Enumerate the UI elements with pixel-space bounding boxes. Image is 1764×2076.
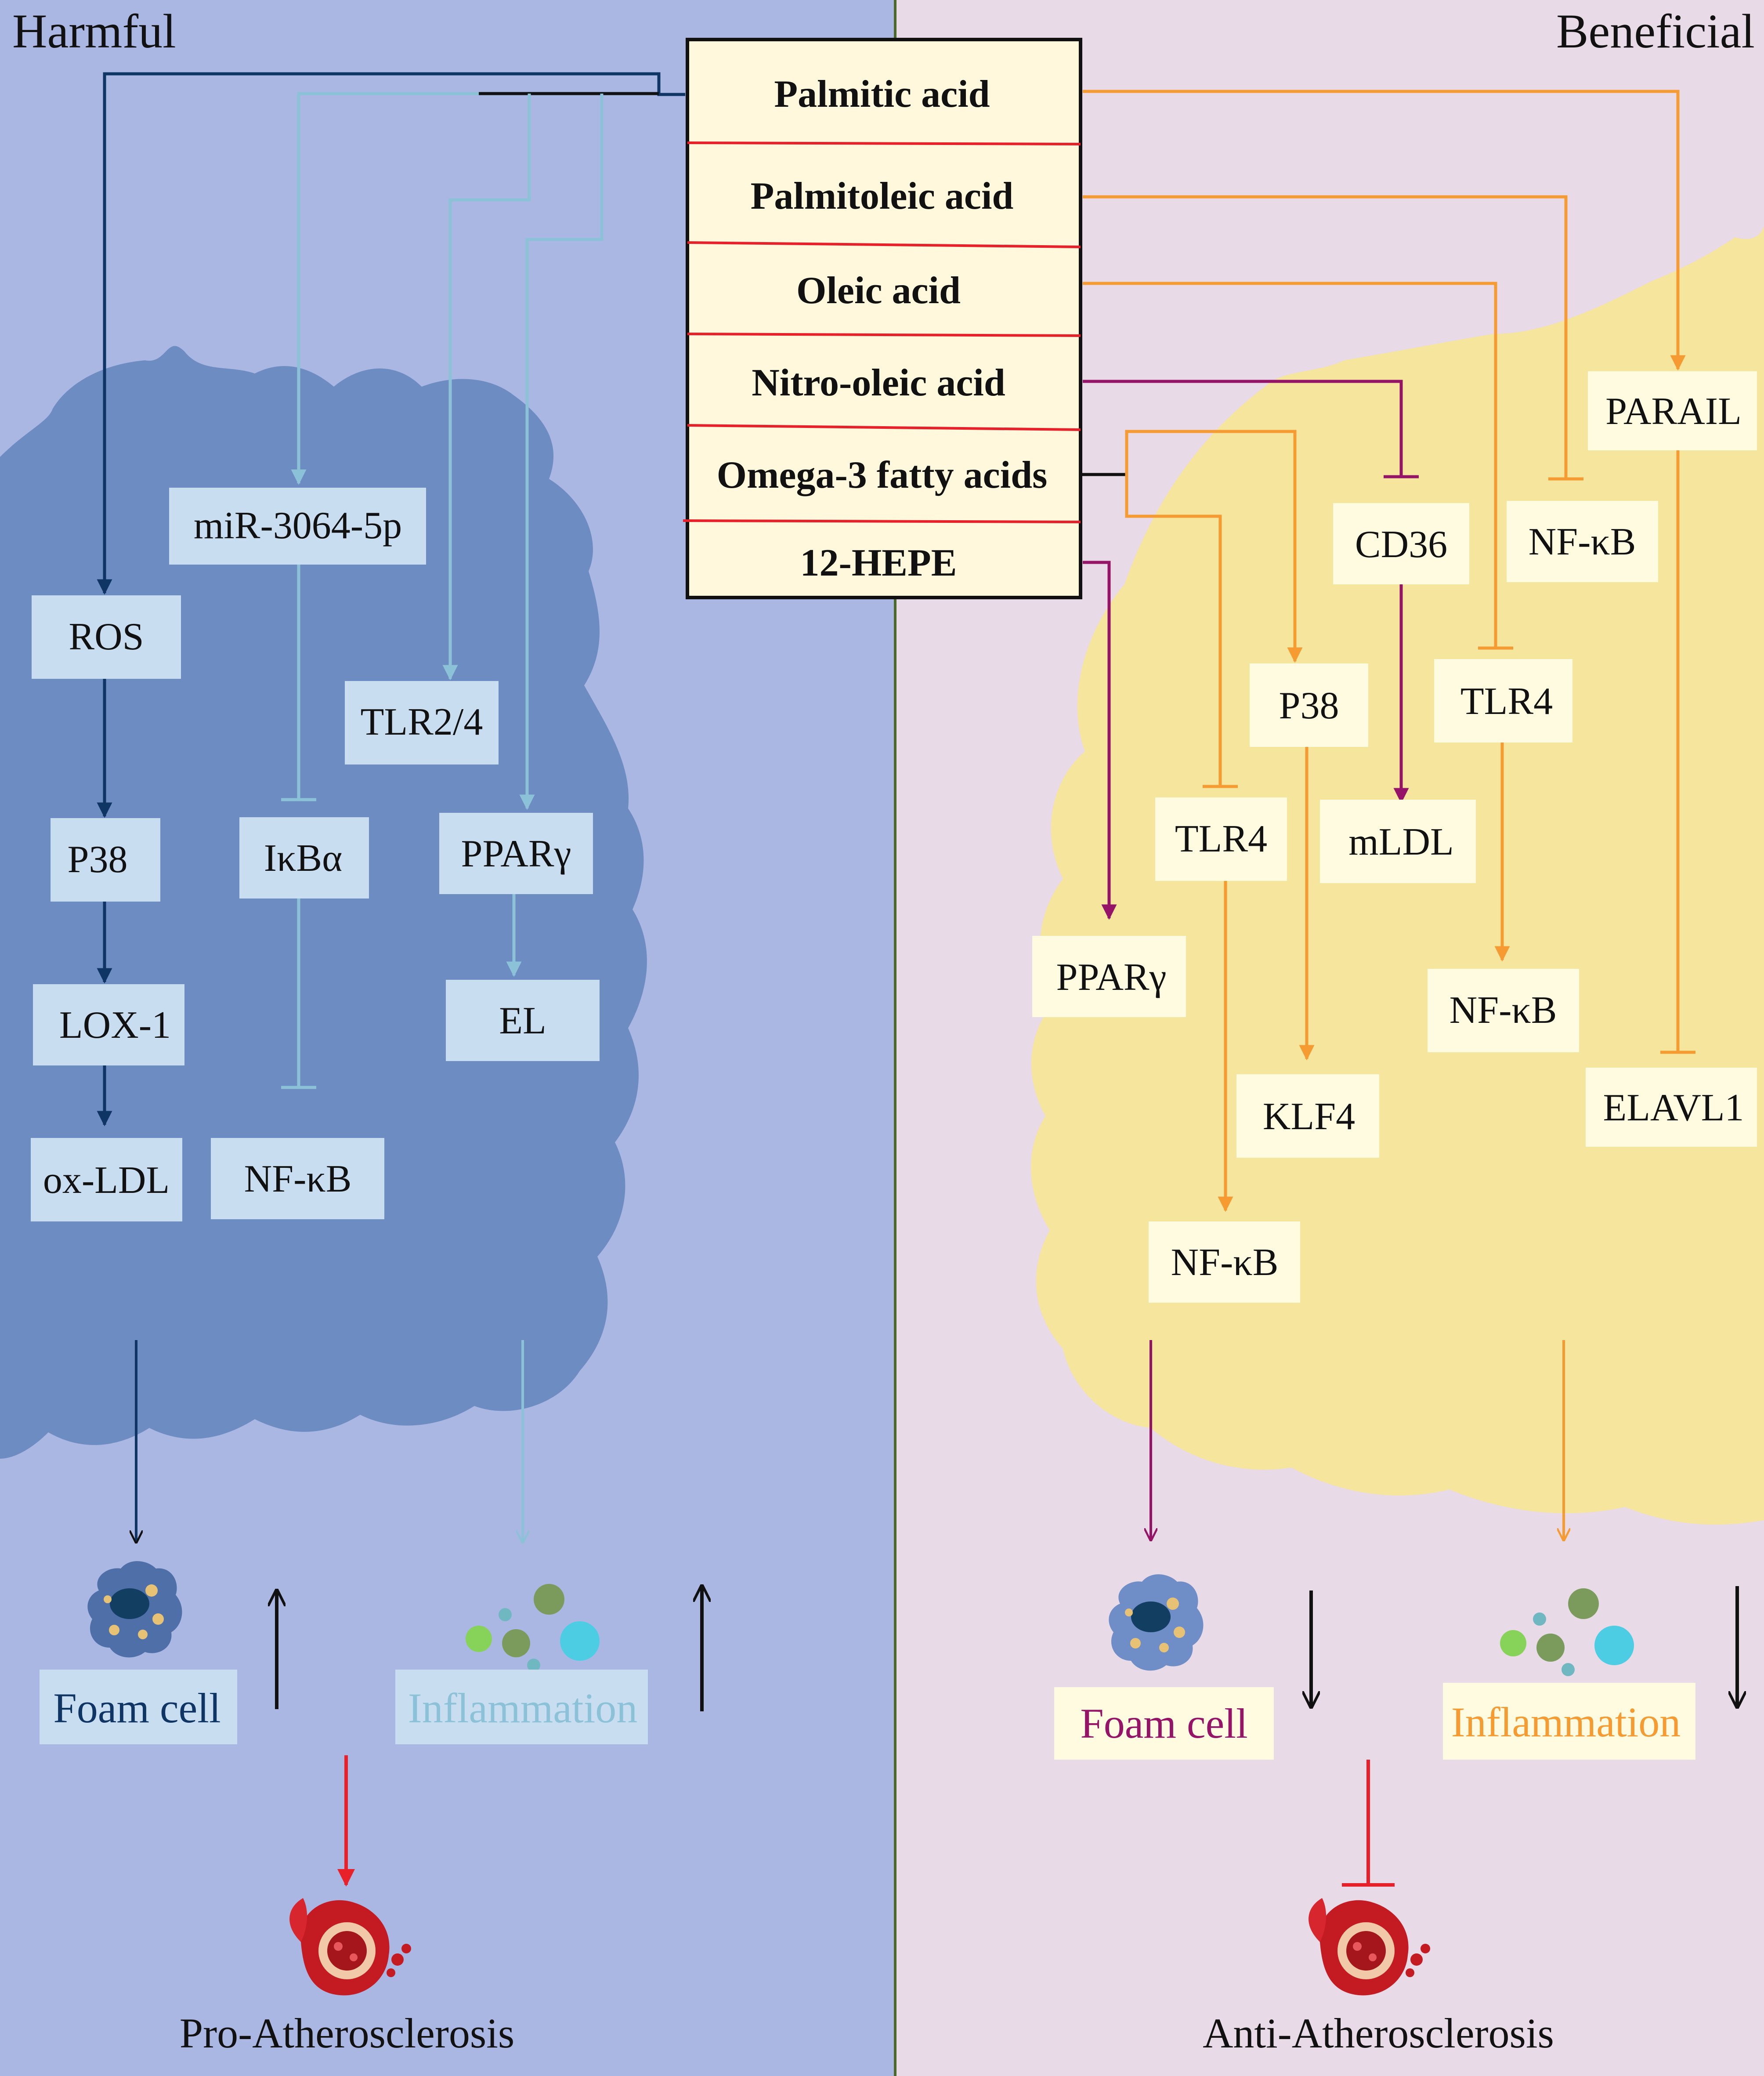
fatty-acid-table: Palmitic acid Palmitoleic acid Oleic aci… xyxy=(683,38,1082,599)
svg-text:PPARγ: PPARγ xyxy=(1056,956,1167,999)
edge-omega3-p38 xyxy=(1125,430,1303,663)
beneficial-outcomes: Foam cell Inflammation Anti-Atherosclero… xyxy=(1054,1574,1737,2057)
artery-plaque-icon xyxy=(1309,1898,1430,1996)
node-mir-3064: miR-3064-5p xyxy=(169,488,426,565)
node-p38-harmful: P38 xyxy=(51,818,160,902)
artery-plaque-icon xyxy=(289,1898,411,1996)
edge-mir-ikba xyxy=(281,565,316,801)
fatty-acid-divider xyxy=(687,424,1081,431)
fatty-acid-12hepe: 12-HEPE xyxy=(800,542,957,584)
harmful-connectors xyxy=(97,72,685,1887)
svg-text:TLR4: TLR4 xyxy=(1460,680,1553,723)
node-ppar-harmful: PPARγ xyxy=(439,813,593,894)
fatty-acid-divider xyxy=(687,241,1081,248)
node-mldl: mLDL xyxy=(1320,800,1476,883)
node-ros: ROS xyxy=(32,595,181,679)
inflammation-particles-icon xyxy=(466,1584,600,1672)
node-nfkb-harmful: NF-κB xyxy=(211,1138,384,1219)
node-klf4: KLF4 xyxy=(1236,1074,1379,1158)
beneficial-title: Beneficial xyxy=(1556,4,1755,58)
edge-oleic-tlr4 xyxy=(1083,282,1513,650)
svg-text:ROS: ROS xyxy=(69,616,144,658)
beneficial-nodes: PARAIL CD36 NF-κB P38 TLR4 TLR4 mLDL PP xyxy=(1032,371,1757,1303)
edge-bus-tlr24 xyxy=(442,94,531,681)
edge-omega3-tlr4 xyxy=(1125,475,1238,788)
node-ppar-beneficial: PPARγ xyxy=(1032,936,1186,1017)
svg-text:KLF4: KLF4 xyxy=(1263,1095,1355,1138)
inflammation-label-beneficial: Inflammation xyxy=(1443,1683,1695,1760)
svg-text:miR-3064-5p: miR-3064-5p xyxy=(194,504,402,547)
svg-text:ELAVL1: ELAVL1 xyxy=(1603,1087,1744,1129)
edge-nitrooleic-cd36 xyxy=(1083,380,1419,478)
svg-text:Foam cell: Foam cell xyxy=(53,1685,220,1732)
foam-cell-icon xyxy=(87,1561,182,1658)
svg-text:IκBα: IκBα xyxy=(264,837,342,880)
svg-text:Inflammation: Inflammation xyxy=(1451,1699,1681,1746)
fatty-acid-palmitic: Palmitic acid xyxy=(774,73,990,116)
node-cd36: CD36 xyxy=(1333,503,1469,584)
node-tlr4-mid: TLR4 xyxy=(1155,797,1287,881)
node-lox1: LOX-1 xyxy=(33,984,184,1065)
edge-palmitoleic-nfkb xyxy=(1083,195,1583,481)
node-parail: PARAIL xyxy=(1588,371,1757,450)
svg-text:TLR4: TLR4 xyxy=(1175,818,1267,860)
node-elavl1: ELAVL1 xyxy=(1586,1068,1757,1147)
svg-text:NF-κB: NF-κB xyxy=(1529,521,1636,563)
fatty-acid-oleic: Oleic acid xyxy=(796,269,961,312)
inflammation-label-harmful: Inflammation xyxy=(395,1670,648,1744)
foam-cell-icon xyxy=(1109,1574,1204,1671)
edge-bus-mir xyxy=(291,92,479,485)
pro-atherosclerosis-label: Pro-Atherosclerosis xyxy=(180,2010,515,2057)
svg-text:LOX-1: LOX-1 xyxy=(59,1004,171,1047)
svg-text:ox-LDL: ox-LDL xyxy=(43,1159,170,1202)
edge-palmitic-ros xyxy=(97,72,685,595)
node-ikba: IκBα xyxy=(239,817,369,899)
node-nfkb-right: NF-κB xyxy=(1428,969,1579,1052)
fatty-acid-omega3: Omega-3 fatty acids xyxy=(717,454,1048,496)
svg-text:P38: P38 xyxy=(1279,685,1339,727)
edge-palmitic-parail xyxy=(1083,90,1686,371)
node-p38-beneficial: P38 xyxy=(1250,663,1368,747)
fatty-acid-divider xyxy=(683,519,1081,523)
edge-parail-elavl1 xyxy=(1660,450,1695,1054)
svg-text:Inflammation: Inflammation xyxy=(408,1685,638,1732)
fatty-acid-palmitoleic: Palmitoleic acid xyxy=(751,175,1014,217)
harmful-title: Harmful xyxy=(12,4,176,58)
fatty-acid-table-frame xyxy=(686,38,1082,599)
foam-cell-label-beneficial: Foam cell xyxy=(1054,1687,1274,1760)
svg-text:NF-κB: NF-κB xyxy=(244,1158,352,1200)
edge-hepe-ppar xyxy=(1083,561,1117,920)
fatty-acid-divider xyxy=(687,141,1081,145)
edge-to-anti-athero xyxy=(1342,1760,1395,1887)
node-nfkb-bottom: NF-κB xyxy=(1149,1221,1300,1303)
node-oxldl: ox-LDL xyxy=(31,1138,182,1221)
svg-text:NF-κB: NF-κB xyxy=(1450,989,1557,1032)
svg-text:Foam cell: Foam cell xyxy=(1080,1700,1247,1747)
svg-text:EL: EL xyxy=(499,1000,546,1042)
fatty-acid-nitro-oleic: Nitro-oleic acid xyxy=(752,362,1005,404)
anti-atherosclerosis-label: Anti-Atherosclerosis xyxy=(1203,2010,1554,2057)
svg-text:PARAIL: PARAIL xyxy=(1605,390,1742,433)
harmful-nodes: miR-3064-5p ROS TLR2/4 P38 IκBα PPARγ LO… xyxy=(31,488,600,1221)
node-tlr24: TLR2/4 xyxy=(345,681,499,764)
svg-text:P38: P38 xyxy=(68,838,128,881)
svg-text:NF-κB: NF-κB xyxy=(1171,1241,1279,1284)
svg-text:mLDL: mLDL xyxy=(1348,821,1454,863)
node-tlr4-right: TLR4 xyxy=(1434,659,1572,743)
fatty-acid-divider xyxy=(687,333,1081,337)
node-nfkb-top: NF-κB xyxy=(1507,501,1658,582)
beneficial-connectors xyxy=(1074,90,1695,1887)
svg-text:CD36: CD36 xyxy=(1355,523,1447,566)
inflammation-particles-icon xyxy=(1500,1588,1634,1676)
harmful-outcomes: Foam cell Inflammation Pro-Atheroscleros… xyxy=(40,1561,702,2057)
svg-text:TLR2/4: TLR2/4 xyxy=(361,701,483,743)
node-el: EL xyxy=(446,980,600,1061)
edge-ikba-nfkb xyxy=(281,899,316,1089)
edge-bus-ppar xyxy=(519,94,604,810)
svg-text:PPARγ: PPARγ xyxy=(461,833,571,875)
foam-cell-label-harmful: Foam cell xyxy=(40,1670,237,1744)
